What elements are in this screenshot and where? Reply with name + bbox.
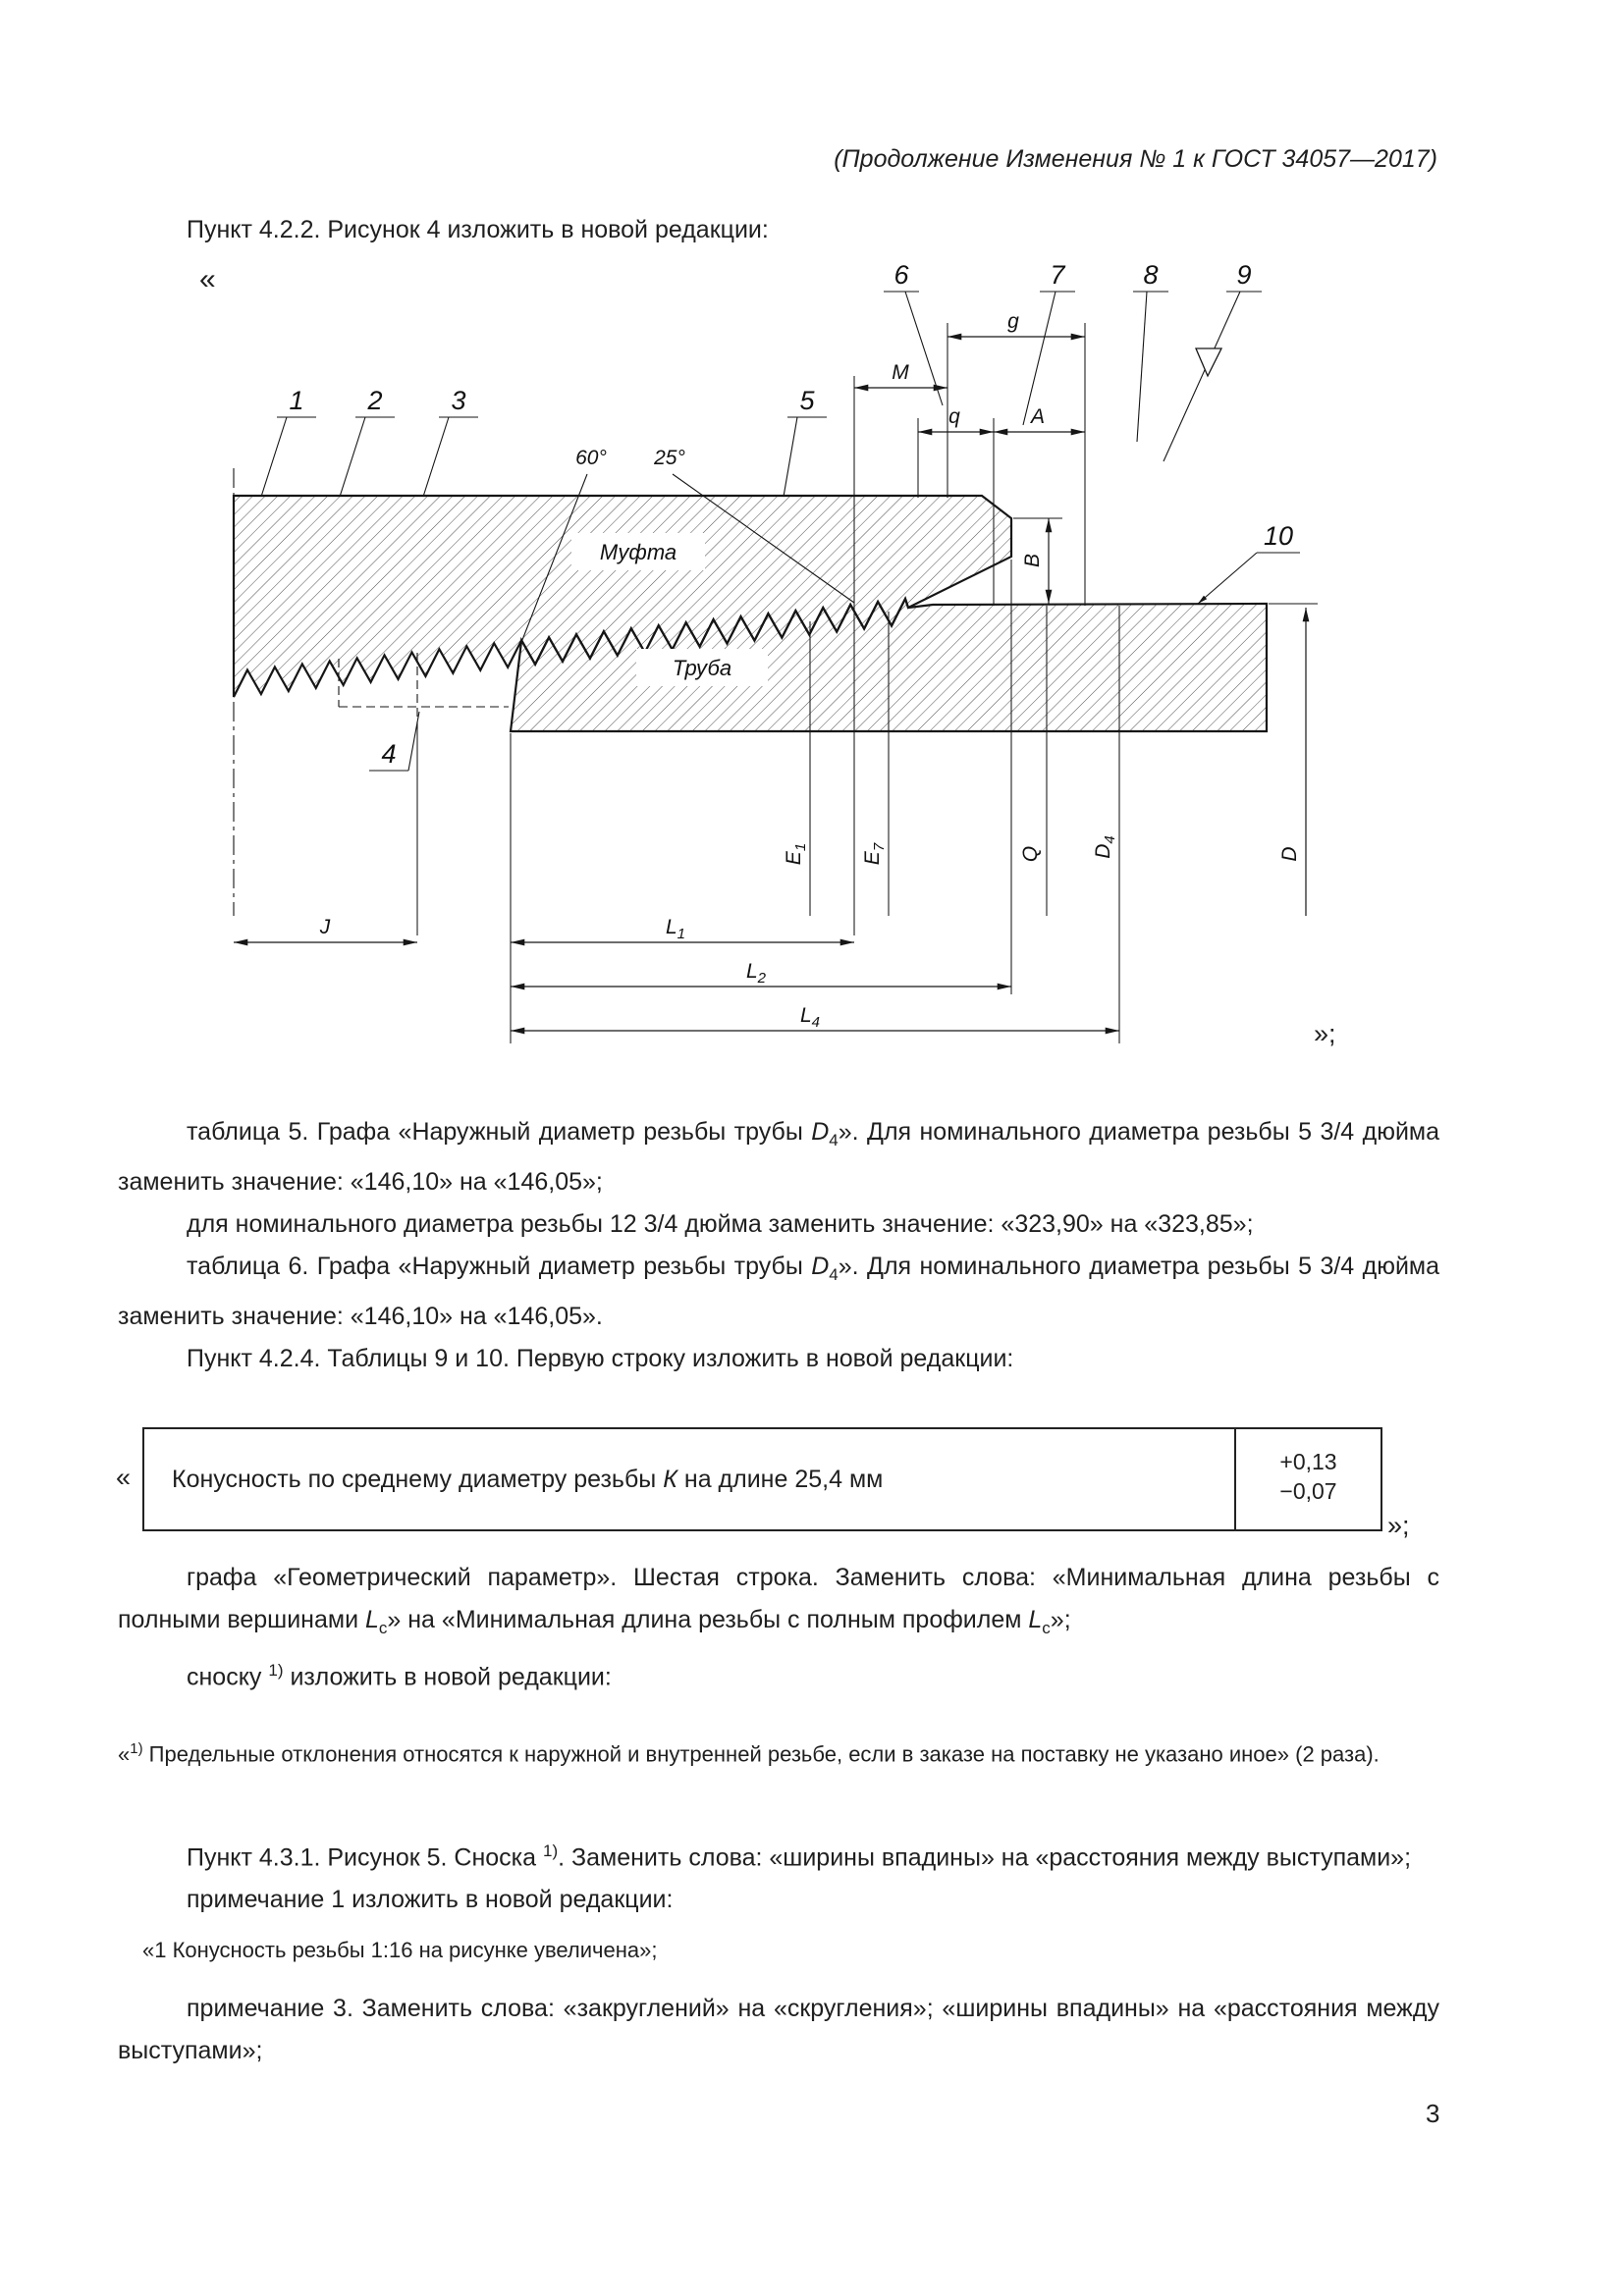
dim-label-q: q [948, 405, 960, 428]
tolerance-plus: +0,13 [1279, 1448, 1337, 1474]
table-quote-open: « [116, 1463, 132, 1492]
extension-lines [416, 323, 1318, 1043]
footnote-text: «1) Предельные отклонения относятся к на… [118, 1740, 1380, 1767]
svg-text:2: 2 [366, 386, 382, 415]
page-number: 3 [1426, 2099, 1440, 2128]
angle-60: 60° [519, 447, 607, 646]
dimension-g: g [947, 310, 1085, 341]
dim-label-D4: D4 [1092, 835, 1118, 859]
table-parameter-cell: Конусность по среднему диаметру резьбы К… [142, 1427, 1236, 1531]
paragraph-punkt-424: Пункт 4.2.4. Таблицы 9 и 10. Первую стро… [187, 1345, 1014, 1372]
paragraph-table6: таблица 6. Графа «Наружный диаметр резьб… [118, 1253, 1440, 1330]
callout-8: 8 [1133, 260, 1168, 443]
svg-text:9: 9 [1236, 260, 1251, 290]
dim-label-L2: L2 [746, 960, 767, 987]
angle-25: 25° [653, 447, 855, 604]
page-header: (Продолжение Изменения № 1 к ГОСТ 34057—… [834, 145, 1437, 173]
tolerance-table: Конусность по среднему диаметру резьбы К… [142, 1427, 1382, 1531]
paragraph-table5: таблица 5. Графа «Наружный диаметр резьб… [118, 1118, 1440, 1196]
part-labels: Муфта Труба [571, 533, 768, 686]
flag-icon [1195, 347, 1223, 378]
table-block: « Конусность по среднему диаметру резьбы… [116, 1427, 1439, 1540]
diameter-labels: E1 E7 Q D4 [783, 835, 1118, 865]
pipe-label: Труба [673, 656, 731, 680]
dim-label-E7: E7 [861, 842, 888, 865]
dimension-L2: L2 [511, 960, 1011, 990]
svg-text:3: 3 [451, 386, 465, 415]
dimension-L1: L1 [511, 916, 854, 946]
svg-text:60°: 60° [575, 447, 607, 469]
table-quote-close: »; [1387, 1511, 1410, 1540]
dim-label-L4: L4 [800, 1004, 820, 1031]
technical-drawing: J L1 L2 L4 M g [226, 260, 1365, 1085]
callout-7: 7 [1022, 260, 1075, 426]
paragraph-nominal-12: для номинального диаметра резьбы 12 3/4 … [187, 1210, 1254, 1238]
callout-3: 3 [422, 386, 478, 498]
note1-text: «1 Конусность резьбы 1:16 на рисунке уве… [142, 1937, 658, 1962]
dim-label-Q: Q [1019, 846, 1042, 862]
callout-5: 5 [783, 386, 827, 498]
dimension-A: A [994, 405, 1085, 436]
svg-text:1: 1 [289, 386, 303, 415]
figure-quote-open: « [199, 263, 216, 295]
paragraph-snosku: сноску 1) изложить в новой редакции: [187, 1661, 612, 1691]
dimension-q: q [918, 405, 994, 436]
dim-label-B: B [1021, 554, 1044, 567]
paragraph-note1: примечание 1 изложить в новой редакции: [187, 1885, 674, 1913]
coupling-label: Муфта [600, 540, 677, 564]
dim-label-J: J [319, 916, 331, 938]
paragraph-punkt-431: Пункт 4.3.1. Рисунок 5. Сноска 1). Замен… [187, 1841, 1412, 1871]
callouts: 1 2 3 4 [260, 260, 1300, 772]
dimension-L4: L4 [511, 1004, 1119, 1035]
dim-label-A: A [1029, 405, 1045, 428]
body-text: таблица 5. Графа «Наружный диаметр резьб… [116, 1111, 1440, 2072]
dimension-J: J [234, 916, 417, 946]
paragraph-geometric: графа «Геометрический параметр». Шестая … [118, 1564, 1439, 1637]
svg-text:25°: 25° [653, 447, 685, 469]
dim-label-M: M [892, 361, 909, 384]
part-sections [232, 494, 1269, 733]
tolerance-minus: −0,07 [1279, 1477, 1337, 1504]
callout-1: 1 [260, 386, 316, 498]
dimension-B: B [1021, 518, 1053, 604]
callout-6: 6 [884, 260, 944, 406]
dimension-M: M [854, 361, 947, 392]
paragraph-note3: примечание 3. Заменить слова: «закруглен… [118, 1994, 1439, 2064]
svg-text:7: 7 [1050, 260, 1065, 290]
hidden-pipe-end-lines [338, 653, 509, 729]
dim-label-D: D [1278, 846, 1301, 861]
intro-paragraph: Пункт 4.2.2. Рисунок 4 изложить в новой … [187, 216, 769, 243]
table-row: Конусность по среднему диаметру резьбы К… [142, 1427, 1382, 1531]
dimension-D: D [1278, 608, 1310, 916]
svg-text:5: 5 [799, 386, 815, 415]
svg-text:10: 10 [1264, 521, 1293, 551]
dim-label-L1: L1 [666, 916, 685, 942]
callout-2: 2 [339, 386, 395, 498]
svg-text:4: 4 [381, 739, 396, 769]
figure-quote-close: »; [1314, 1019, 1336, 1048]
svg-text:6: 6 [893, 260, 909, 290]
dim-label-g: g [1007, 310, 1019, 333]
callout-10: 10 [1197, 521, 1300, 605]
dim-label-E1: E1 [783, 843, 809, 865]
svg-text:8: 8 [1143, 260, 1158, 290]
table-tolerance-cell: +0,13 −0,07 [1234, 1427, 1382, 1531]
figure-4-drawing: J L1 L2 L4 M g [232, 260, 1318, 1043]
callout-4: 4 [369, 711, 420, 772]
callout-9: 9 [1163, 260, 1262, 462]
